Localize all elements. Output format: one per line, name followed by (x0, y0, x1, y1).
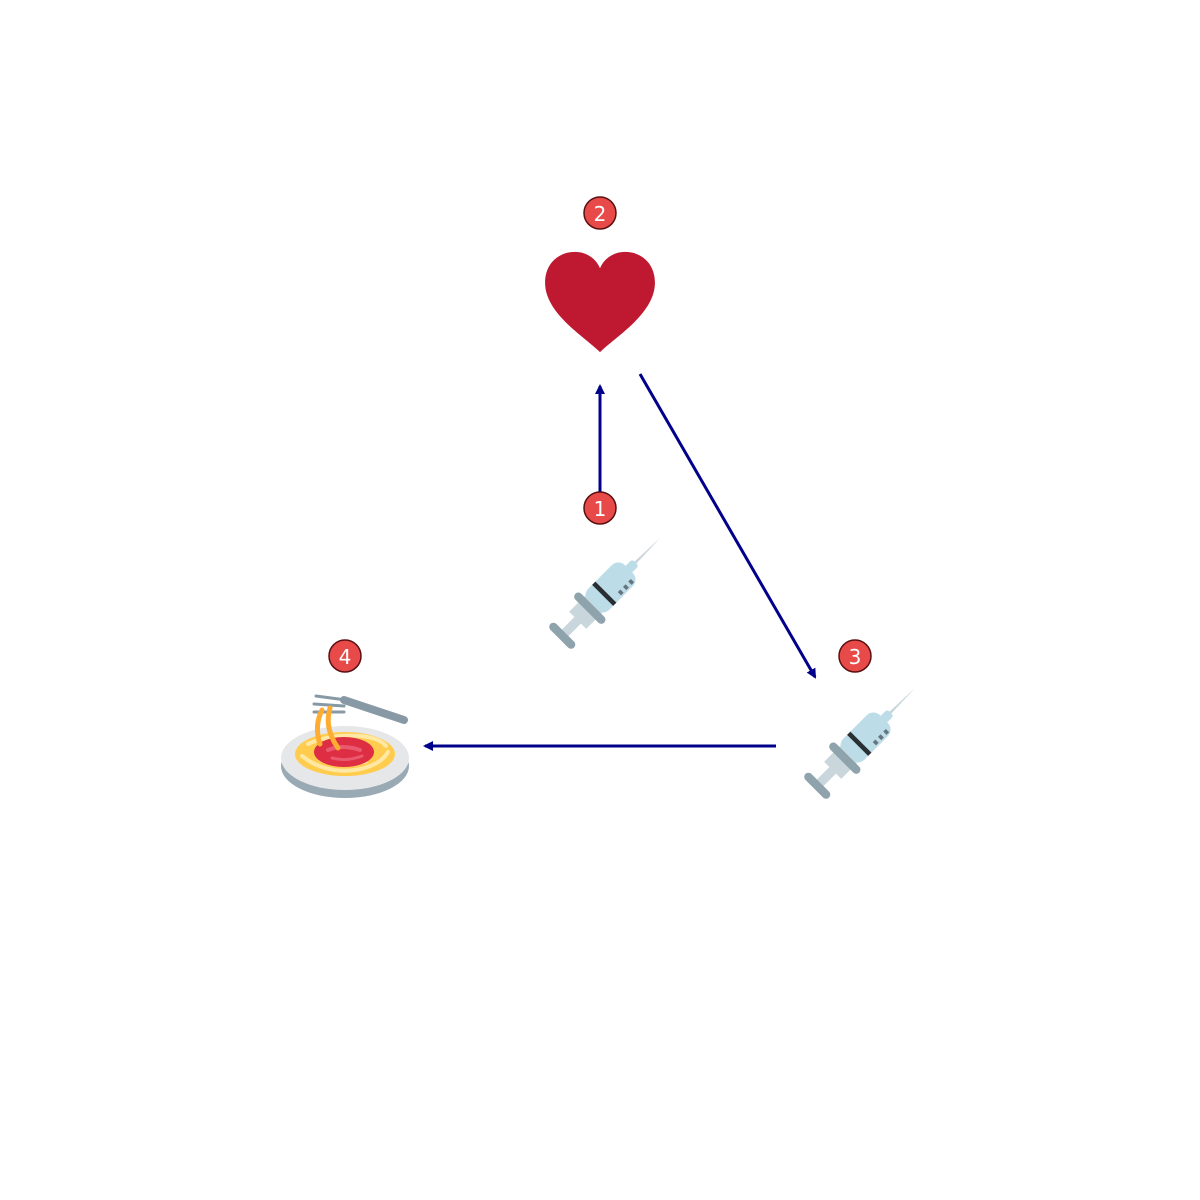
badge-number: 4 (339, 645, 352, 669)
edges-layer (423, 373, 817, 751)
node-badge: 4 (328, 639, 362, 673)
badge-number: 1 (594, 497, 607, 521)
edge-n2-to-n3 (638, 373, 817, 679)
badge-circle (838, 639, 872, 673)
node-badge: 1 (583, 491, 617, 525)
node-badge: 3 (838, 639, 872, 673)
heart-icon (545, 251, 655, 353)
syringe-icon (544, 533, 665, 654)
node-n3: 3 (799, 639, 920, 804)
nodes-layer: 1 2 3 4 (281, 196, 920, 804)
node-badge: 2 (583, 196, 617, 230)
badge-number: 3 (849, 645, 862, 669)
node-n2: 2 (545, 196, 655, 353)
badge-circle (583, 491, 617, 525)
spaghetti-icon (281, 696, 409, 798)
badge-circle (583, 196, 617, 230)
syringe-icon (799, 683, 920, 804)
badge-number: 2 (594, 202, 607, 226)
badge-circle (328, 639, 362, 673)
node-n4: 4 (281, 639, 409, 798)
node-n1: 1 (544, 491, 665, 654)
